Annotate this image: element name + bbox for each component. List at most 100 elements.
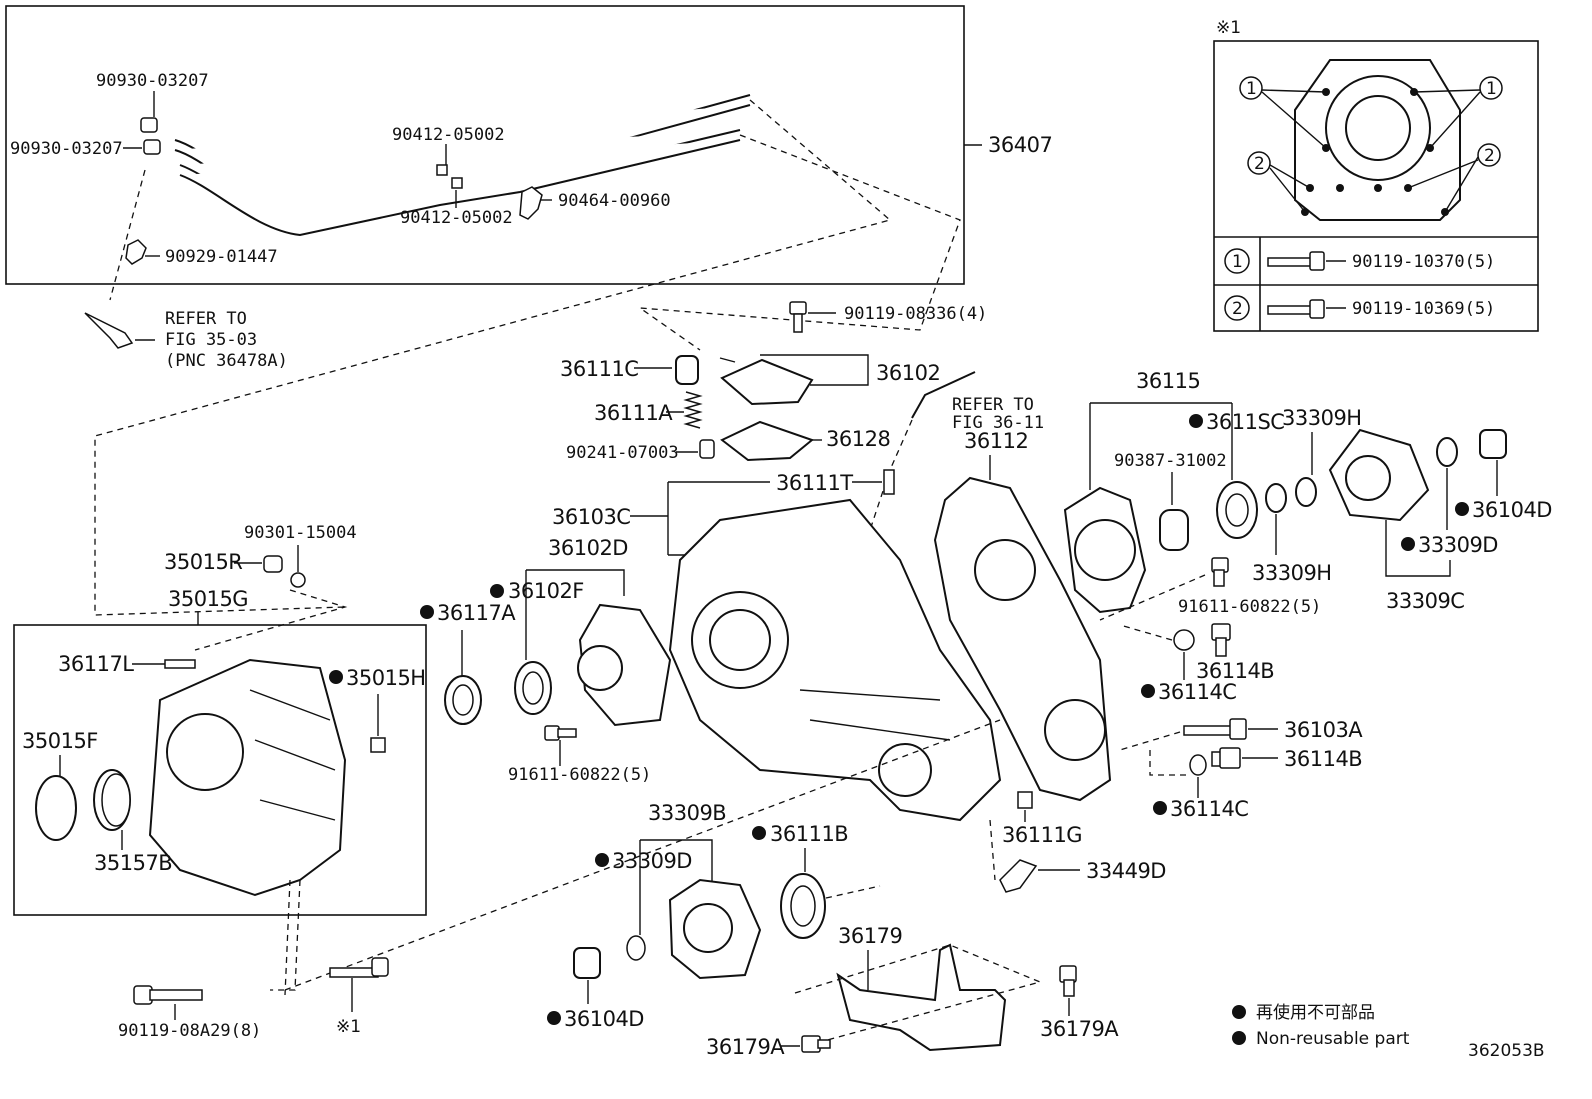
pin-35015H: [370, 737, 386, 753]
callout-33309C[interactable]: 33309C: [1386, 589, 1465, 613]
callout-36103C[interactable]: 36103C: [552, 505, 631, 529]
inset-circle-2-left: [1247, 151, 1271, 175]
callout-36112[interactable]: 36112: [964, 429, 1029, 453]
callout-90412-05002-b[interactable]: 90412-05002: [400, 208, 513, 228]
callout-90930-03207-a[interactable]: 90930-03207: [96, 71, 209, 91]
inset-row2-part[interactable]: 90119-10369(5): [1352, 299, 1495, 319]
svg-text:1: 1: [1486, 79, 1497, 99]
callout-36103A[interactable]: 36103A: [1284, 718, 1364, 742]
svg-text:2: 2: [1232, 299, 1243, 319]
callout-36179[interactable]: 36179: [838, 924, 903, 948]
callout-36114C-a[interactable]: 36114C: [1158, 680, 1237, 704]
callout-33309H-mid[interactable]: 33309H: [1252, 561, 1332, 585]
bushing-90387: [1159, 509, 1189, 551]
gasket-36128: [720, 420, 815, 462]
refer-fig35-line3: (PNC 36478A): [165, 351, 288, 371]
callout-36128[interactable]: 36128: [826, 427, 891, 451]
callout-36179A-r[interactable]: 36179A: [1040, 1017, 1120, 1041]
washer-36114C-a: [1173, 629, 1195, 651]
callout-36104D-r[interactable]: 36104D: [1472, 498, 1552, 522]
bolt-icon: [1211, 623, 1231, 657]
refer-fig35-line1: REFER TO: [165, 309, 247, 329]
bolt-icon: [1211, 747, 1241, 769]
legend-dot-ja: [1232, 1005, 1246, 1019]
bolt-icon: [789, 301, 807, 333]
refer-fig36-line2: FIG 36-11: [952, 413, 1044, 433]
callout-33309D-l[interactable]: 33309D: [612, 849, 692, 873]
callout-36104D-l[interactable]: 36104D: [564, 1007, 644, 1031]
callout-90119-08336[interactable]: 90119-08336(4): [844, 304, 987, 324]
bolt-icon: [1211, 557, 1229, 587]
ring-33309H-a: [1295, 477, 1317, 507]
callout-35015G[interactable]: 35015G: [168, 587, 249, 611]
bolt-icon: [329, 957, 389, 978]
washer-36114C-b: [1189, 754, 1207, 776]
inset-frame: [1213, 40, 1539, 332]
callout-36102D[interactable]: 36102D: [548, 536, 628, 560]
callout-90241-07003[interactable]: 90241-07003: [566, 443, 679, 463]
callout-91611-60822-b[interactable]: 91611-60822(5): [1178, 597, 1321, 617]
bolt-icon: [1059, 965, 1077, 997]
transfer-case-housing: [668, 498, 1002, 822]
nut-36104D-r: [1479, 429, 1507, 459]
callout-33309B[interactable]: 33309B: [648, 801, 727, 825]
callout-91611-60822-a[interactable]: 91611-60822(5): [508, 765, 651, 785]
callout-3611SC[interactable]: 3611SC: [1206, 410, 1285, 434]
callout-36111C[interactable]: 36111C: [560, 357, 639, 381]
bolt-icon: [1267, 299, 1325, 319]
bolt-icon: [133, 985, 203, 1005]
callout-36117A[interactable]: 36117A: [437, 601, 517, 625]
extension-housing-frame: [13, 624, 427, 916]
callout-36111T[interactable]: 36111T: [776, 471, 854, 495]
callout-36179A-l[interactable]: 36179A: [706, 1035, 786, 1059]
breather-tube: [911, 371, 976, 419]
callout-33449D[interactable]: 33449D: [1086, 859, 1166, 883]
callout-36114C-b[interactable]: 36114C: [1170, 797, 1249, 821]
svg-text:2: 2: [1484, 146, 1495, 166]
callout-33309D-r[interactable]: 33309D: [1418, 533, 1498, 557]
callout-36115[interactable]: 36115: [1136, 369, 1201, 393]
inset-circle-1-right: [1479, 76, 1503, 100]
callout-90930-03207-b[interactable]: 90930-03207: [10, 139, 123, 159]
inset-housing-icon: [1294, 59, 1461, 221]
callout-36111G[interactable]: 36111G: [1002, 823, 1083, 847]
callout-90412-05002-a[interactable]: 90412-05002: [392, 125, 505, 145]
cover-plate-36102: [720, 358, 814, 406]
callout-35157B[interactable]: 35157B: [94, 851, 173, 875]
callout-90464-00960[interactable]: 90464-00960: [558, 191, 671, 211]
callout-mark1[interactable]: ※1: [336, 1017, 361, 1037]
bracket-33449D: [999, 859, 1038, 893]
callout-35015R[interactable]: 35015R: [164, 550, 243, 574]
ball-90241: [699, 439, 715, 459]
callout-90929-01447[interactable]: 90929-01447: [165, 247, 278, 267]
inset-circle-2-right: [1477, 143, 1501, 167]
washer-33309D-l: [626, 935, 646, 961]
harness-clip-icon: [84, 312, 134, 349]
callout-90387-31002[interactable]: 90387-31002: [1114, 451, 1227, 471]
callout-36111B[interactable]: 36111B: [770, 822, 849, 846]
spring-36111A: [683, 391, 703, 429]
callout-35015F[interactable]: 35015F: [22, 729, 98, 753]
bolt-icon: [801, 1035, 831, 1053]
callout-90301-15004[interactable]: 90301-15004: [244, 523, 357, 543]
inset-circle-1-left: [1239, 76, 1263, 100]
callout-33309H-top[interactable]: 33309H: [1282, 406, 1362, 430]
inset-row1-part[interactable]: 90119-10370(5): [1352, 252, 1495, 272]
callout-90119-08A29[interactable]: 90119-08A29(8): [118, 1021, 261, 1041]
pin-36111G: [1017, 791, 1033, 809]
inset-mark: ※1: [1216, 18, 1241, 38]
callout-36114B-b[interactable]: 36114B: [1284, 747, 1363, 771]
inset-row1-circle: [1224, 248, 1250, 274]
callout-36111A[interactable]: 36111A: [594, 401, 674, 425]
legend-english: Non-reusable part: [1256, 1029, 1410, 1049]
skid-plate-36179: [836, 943, 1007, 1052]
snap-ring-35015F: [35, 775, 77, 841]
svg-text:1: 1: [1246, 79, 1257, 99]
callout-36114B-a[interactable]: 36114B: [1196, 659, 1275, 683]
callout-36407[interactable]: 36407: [988, 133, 1053, 157]
callout-35015H[interactable]: 35015H: [346, 666, 426, 690]
callout-36102F[interactable]: 36102F: [508, 579, 584, 603]
callout-36102[interactable]: 36102: [876, 361, 941, 385]
callout-36117L[interactable]: 36117L: [58, 652, 135, 676]
